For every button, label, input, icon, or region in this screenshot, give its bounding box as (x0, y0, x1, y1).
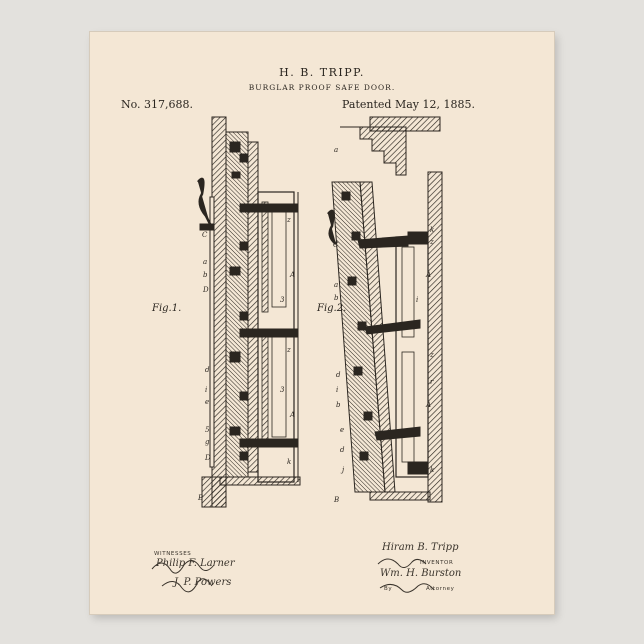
patent-poster: H. B. TRIPP. BURGLAR PROOF SAFE DOOR. No… (90, 32, 554, 614)
svg-text:C: C (333, 241, 339, 249)
svg-text:z: z (286, 216, 291, 224)
svg-text:3: 3 (280, 296, 285, 304)
witness2-signature: J. P. Powers (174, 577, 231, 588)
svg-text:B: B (197, 494, 203, 502)
svg-text:A: A (425, 401, 431, 409)
svg-text:a: a (334, 146, 338, 154)
svg-text:d: d (205, 366, 210, 374)
svg-text:D: D (202, 286, 209, 294)
svg-text:b: b (336, 401, 341, 409)
svg-text:A: A (289, 271, 295, 279)
inventor-signature: Hiram B. Tripp (382, 542, 458, 553)
witness1-signature: Philip F. Larner (156, 558, 235, 569)
svg-text:a: a (203, 258, 207, 266)
svg-text:D: D (204, 454, 211, 462)
svg-text:i: i (416, 296, 418, 304)
figure-1-drawing: C a b D d i e 5 g D B k z A 3 z 3 A k (197, 117, 300, 507)
by-label: By (384, 586, 392, 592)
svg-text:z: z (429, 351, 434, 359)
svg-text:i: i (205, 386, 207, 394)
svg-text:5: 5 (205, 426, 210, 434)
svg-text:a: a (334, 281, 338, 289)
svg-text:k: k (287, 458, 291, 466)
svg-text:g: g (205, 438, 210, 446)
witnesses-label: WITNESSES (154, 551, 191, 557)
svg-text:B: B (333, 496, 339, 504)
attorney-signature: Wm. H. Burston (380, 568, 461, 579)
svg-text:d: d (336, 371, 341, 379)
svg-text:b: b (334, 294, 339, 302)
svg-text:k: k (287, 206, 291, 214)
svg-text:i: i (336, 386, 338, 394)
svg-text:b: b (203, 271, 208, 279)
svg-text:j: j (340, 466, 345, 474)
svg-text:A: A (289, 411, 295, 419)
svg-text:k: k (430, 466, 434, 474)
fig1-label: Fig.1. (152, 303, 181, 314)
svg-text:C: C (202, 231, 208, 239)
svg-text:e: e (205, 398, 209, 406)
fig2-label: Fig.2. (317, 303, 346, 314)
svg-text:d: d (340, 446, 345, 454)
svg-text:z: z (429, 238, 434, 246)
svg-text:e: e (340, 426, 344, 434)
attorney-label: Attorney (426, 586, 454, 592)
patent-drawing: C a b D d i e 5 g D B k z A 3 z 3 A k (90, 32, 554, 614)
svg-text:k: k (430, 226, 434, 234)
svg-text:A: A (425, 271, 431, 279)
inventor-label: INVENTOR (420, 560, 453, 566)
svg-text:z: z (286, 346, 291, 354)
svg-text:3: 3 (280, 386, 285, 394)
